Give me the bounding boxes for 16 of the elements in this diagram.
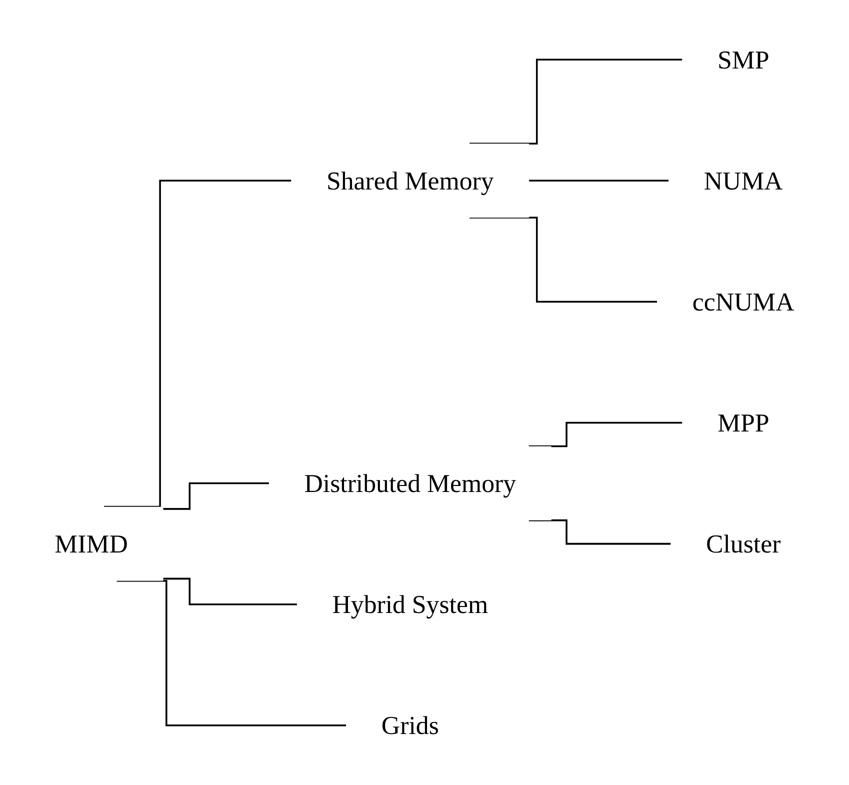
node-text: Grids: [381, 710, 439, 740]
connector: [470, 216, 658, 303]
node-text: SMP: [717, 44, 770, 74]
node-text: Cluster: [706, 529, 781, 559]
node-text: MPP: [717, 408, 770, 438]
node-text: NUMA: [704, 166, 783, 196]
connector: [116, 580, 346, 726]
connector: [529, 180, 669, 182]
connector: [163, 578, 297, 606]
connector: [470, 58, 682, 145]
node-text: ccNUMA: [692, 287, 794, 316]
node-text: Hybrid System: [332, 590, 488, 620]
connector: [528, 422, 682, 448]
connector: [163, 482, 269, 510]
connector: [104, 180, 292, 508]
connector: [528, 519, 671, 545]
